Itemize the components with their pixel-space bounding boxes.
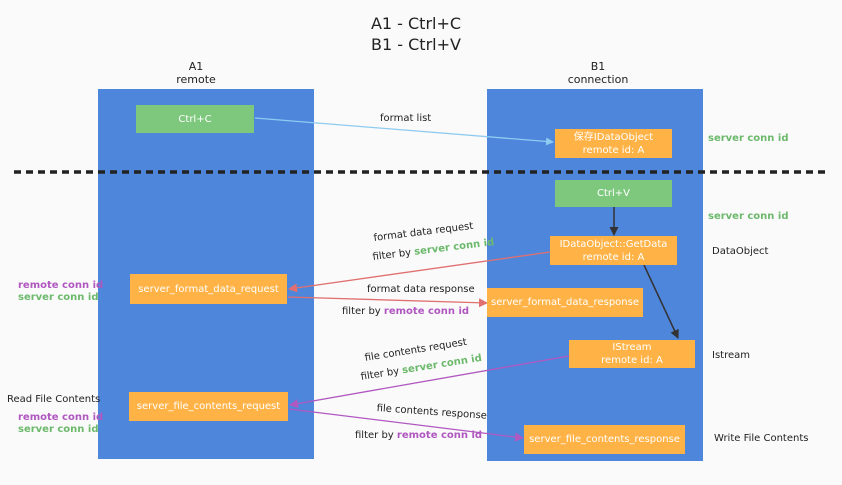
format-data-response-filter: filter by remote conn id — [342, 306, 469, 317]
title-line-2: B1 - Ctrl+V — [371, 35, 461, 54]
file-contents-request-label: server_file_contents_request — [136, 401, 281, 412]
format-data-response-label: server_format_data_response — [491, 297, 639, 308]
arrow-format-list — [254, 117, 554, 146]
left-remote-conn-id-1: remote conn id — [18, 280, 104, 291]
ctrl-c-box[interactable]: Ctrl+C — [136, 105, 254, 133]
arrow-file-contents-request — [289, 355, 570, 409]
getdata-line1: IDataObject::GetData — [559, 238, 668, 250]
file-contents-request-box[interactable]: server_file_contents_request — [129, 392, 288, 421]
a1-header: A1 remote — [136, 60, 256, 86]
istream-box[interactable]: IStream remote id: A — [569, 340, 695, 368]
write-file-contents-label: Write File Contents — [714, 433, 809, 444]
getdata-line2: remote id: A — [582, 251, 645, 263]
file-contents-response-box[interactable]: server_file_contents_response — [524, 425, 685, 454]
format-data-response-box[interactable]: server_format_data_response — [487, 288, 643, 317]
ctrl-v-label: Ctrl+V — [596, 188, 630, 199]
format-data-request-label: server_format_data_request — [138, 283, 279, 295]
format-list-label: format list — [380, 113, 432, 124]
saved-idataobject-box[interactable]: 保存IDataObject remote id: A — [555, 129, 672, 158]
filter-by-text: filter by — [342, 306, 381, 317]
a1-role: remote — [176, 73, 216, 86]
ctrl-c-label: Ctrl+C — [178, 113, 212, 125]
a1-name: A1 — [188, 60, 204, 73]
ctrl-v-box[interactable]: Ctrl+V — [555, 180, 672, 207]
istream-line1: IStream — [612, 342, 652, 353]
getdata-box[interactable]: IDataObject::GetData remote id: A — [550, 236, 677, 265]
arrow-getdata-to-istream — [643, 264, 679, 339]
format-data-request-box[interactable]: server_format_data_request — [130, 274, 287, 304]
b1-role: connection — [567, 73, 629, 86]
arrow-format-data-response — [287, 296, 488, 308]
read-file-contents-label: Read File Contents — [7, 394, 101, 405]
left-remote-conn-id-2: remote conn id — [18, 412, 104, 423]
saved-idataobject-line1: 保存IDataObject — [573, 131, 654, 143]
b1-header: B1 connection — [538, 60, 658, 86]
file-contents-response-label: server_file_contents_response — [529, 434, 680, 445]
format-data-response-label-text: format data response — [367, 284, 475, 295]
left-server-conn-id-2: server conn id — [18, 424, 99, 435]
right-server-conn-id-1: server conn id — [708, 133, 789, 144]
title-line-1: A1 - Ctrl+C — [370, 14, 462, 33]
right-server-conn-id-2: server conn id — [708, 211, 789, 222]
istream-side-label: Istream — [712, 350, 750, 361]
left-server-conn-id-1: server conn id — [18, 292, 99, 303]
istream-line2: remote id: A — [601, 355, 663, 366]
file-contents-response-filter: filter by remote conn id — [355, 430, 482, 441]
dataobject-label: DataObject — [712, 246, 769, 257]
b1-name: B1 — [590, 60, 606, 73]
arrow-format-data-request — [288, 251, 551, 293]
arrow-file-contents-response — [288, 408, 524, 442]
filter-remote-conn-id: remote conn id — [396, 430, 483, 441]
filter-remote-conn-id: remote conn id — [383, 306, 470, 317]
filter-by-text: filter by — [355, 430, 394, 441]
saved-idataobject-line2: remote id: A — [582, 144, 645, 156]
